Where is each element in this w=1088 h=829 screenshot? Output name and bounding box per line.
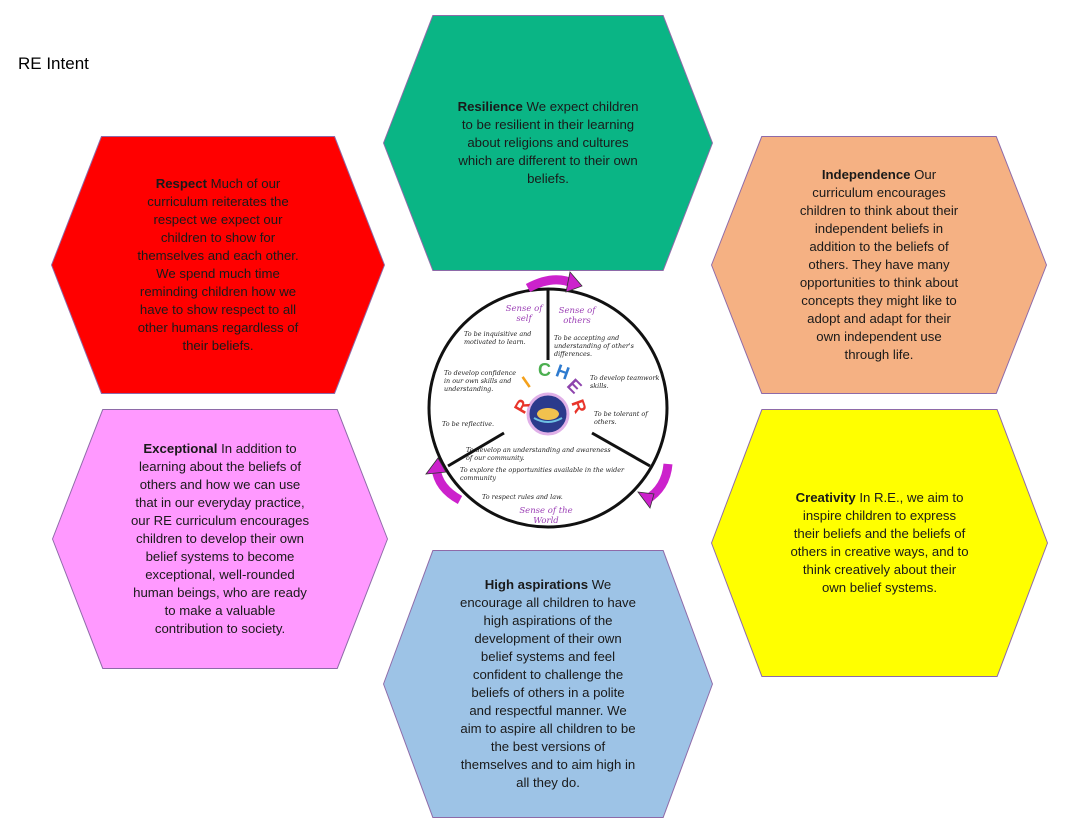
respect-label: Respect — [155, 176, 207, 191]
hexagon-exceptional: Exceptional In addition to learning abou… — [53, 410, 387, 668]
others-note-3: To be tolerant of others. — [594, 410, 648, 426]
school-badge-wave-icon — [533, 417, 563, 423]
hexagon-independence: Independence Our curriculum encourages c… — [712, 137, 1046, 393]
exceptional-body: In addition to learning about the belief… — [130, 441, 310, 636]
creativity-label: Creativity — [795, 490, 856, 505]
wheel-graphic — [425, 271, 673, 529]
hexagon-resilience: Resilience We expect children to be resi… — [384, 16, 712, 270]
world-note-2: To explore the opportunities available i… — [460, 466, 625, 482]
creativity-text: Creativity In R.E., we aim to inspire ch… — [790, 489, 970, 597]
world-note-3: To respect rules and law. — [482, 493, 563, 501]
self-note-2: To develop confidence in our own skills … — [444, 369, 517, 393]
hexagon-respect: Respect Much of our curriculum reiterate… — [52, 137, 384, 393]
wheel-divider-right — [591, 431, 651, 468]
richer-wheel: R I C H E R Sense of self Sense of other… — [424, 268, 674, 538]
resilience-body: We expect children to be resilient in th… — [458, 99, 639, 186]
arrow-right-head-icon — [637, 491, 655, 509]
self-note-3: To be reflective. — [442, 420, 495, 428]
independence-text: Independence Our curriculum encourages c… — [794, 166, 964, 364]
self-note-1: To be inquisitive and motivated to learn… — [464, 330, 532, 346]
independence-label: Independence — [821, 167, 911, 182]
school-badge-sun-icon — [537, 408, 559, 420]
wheel-heading-self: Sense of self — [505, 304, 543, 324]
others-note-1: To be accepting and understanding of oth… — [554, 334, 634, 358]
hexagon-aspirations: High aspirations We encourage all childr… — [384, 551, 712, 817]
page-title: RE Intent — [18, 54, 89, 73]
world-note-1: To develop an understanding and awarenes… — [466, 446, 611, 462]
independence-body: Our curriculum encourages children to th… — [799, 167, 959, 362]
aspirations-body: We encourage all children to have high a… — [460, 577, 636, 790]
others-note-2: To develop teamwork skills. — [590, 374, 660, 390]
resilience-label: Resilience — [457, 99, 523, 114]
wheel-heading-others: Sense of others — [558, 306, 596, 326]
aspirations-text: High aspirations We encourage all childr… — [459, 576, 637, 792]
exceptional-label: Exceptional — [143, 441, 218, 456]
aspirations-label: High aspirations — [484, 577, 589, 592]
wheel-divider-left — [447, 431, 505, 468]
resilience-text: Resilience We expect children to be resi… — [453, 98, 643, 188]
creativity-body: In R.E., we aim to inspire children to e… — [790, 490, 969, 595]
arrow-left-head-icon — [425, 457, 447, 475]
hexagon-creativity: Creativity In R.E., we aim to inspire ch… — [712, 410, 1047, 676]
richer-letter-c: C — [538, 360, 551, 380]
wheel-heading-world: Sense of the World — [519, 506, 573, 526]
respect-body: Much of our curriculum reiterates the re… — [137, 176, 299, 353]
respect-text: Respect Much of our curriculum reiterate… — [133, 175, 303, 355]
exceptional-text: Exceptional In addition to learning abou… — [130, 440, 310, 638]
arrow-top-head-icon — [565, 271, 583, 293]
